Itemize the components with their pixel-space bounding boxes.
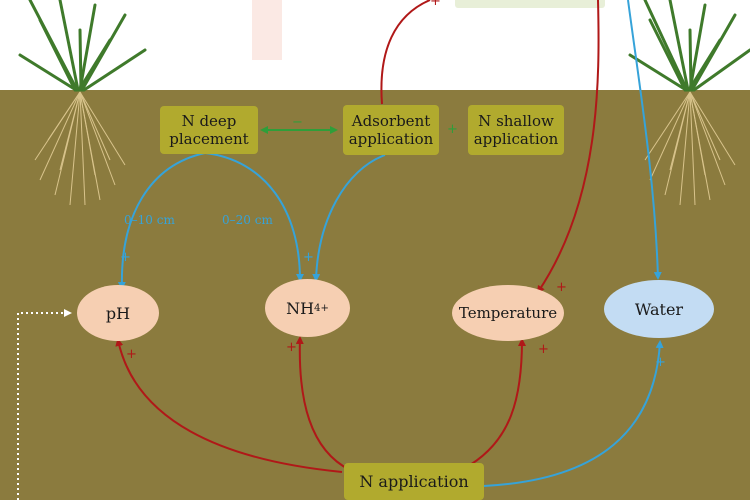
edge-label-depth-a: 0–10 cm [124, 213, 175, 227]
sign-nh4-plus: + [286, 340, 297, 355]
edge-label-depth-b: 0–20 cm [222, 213, 273, 227]
n-deep-line1: N deep [181, 112, 237, 130]
sky-area [0, 0, 750, 90]
arrow-napp-to-nh4 [295, 336, 351, 471]
left-plant-roots [34, 91, 126, 206]
left-plant [18, 0, 147, 92]
right-plant [628, 0, 750, 92]
arrow-napp-to-water [483, 340, 664, 487]
water-node: Water [604, 280, 714, 338]
n-application-box: N application [344, 463, 484, 500]
sign-temp-plus: + [556, 280, 567, 295]
right-plant-roots [644, 91, 736, 206]
n-shallow-application-box: N shallow application [468, 105, 564, 155]
top-glow [252, 0, 282, 60]
sign-temp-from-napp-plus: + [538, 342, 549, 357]
n-deep-placement-box: N deep placement [160, 106, 258, 154]
sign-top-red: + [430, 0, 441, 9]
top-cutoff-box [455, 0, 605, 8]
sign-ph-plus: + [126, 347, 137, 362]
arrow-napp-to-temperature [469, 338, 526, 466]
ph-node: pH [77, 285, 159, 341]
adsorbent-line2: application [348, 130, 434, 148]
sign-adsorbent-shallow: + [447, 122, 458, 137]
nh4-sub: 4 [314, 302, 321, 314]
adsorbent-application-box: Adsorbent application [343, 105, 439, 155]
arrow-top-to-temperature [536, 0, 600, 294]
temperature-node: Temperature [452, 285, 564, 341]
nh4-base: NH [286, 298, 315, 318]
sign-adsorbent-to-nh4: + [303, 250, 314, 265]
sign-water-from-napp: + [655, 355, 666, 370]
arrow-adsorbent-to-nh4 [312, 154, 386, 282]
n-shallow-line2: application [473, 130, 559, 148]
nh4-sup: + [320, 302, 329, 314]
arrow-adsorbent-up [380, 0, 431, 105]
arrow-napp-to-ph [115, 338, 343, 473]
arrow-deep-to-ph [117, 152, 206, 290]
arrow-dotted-feedback [17, 309, 72, 500]
sign-deep-adsorbent: − [292, 115, 303, 130]
n-shallow-line1: N shallow [478, 112, 554, 130]
adsorbent-line1: Adsorbent [351, 112, 431, 130]
arrow-deep-to-nh4 [204, 152, 304, 282]
n-deep-line2: placement [169, 130, 249, 148]
arrow-top-to-water [627, 0, 662, 280]
sign-n-deep-to-ph: + [120, 250, 131, 265]
